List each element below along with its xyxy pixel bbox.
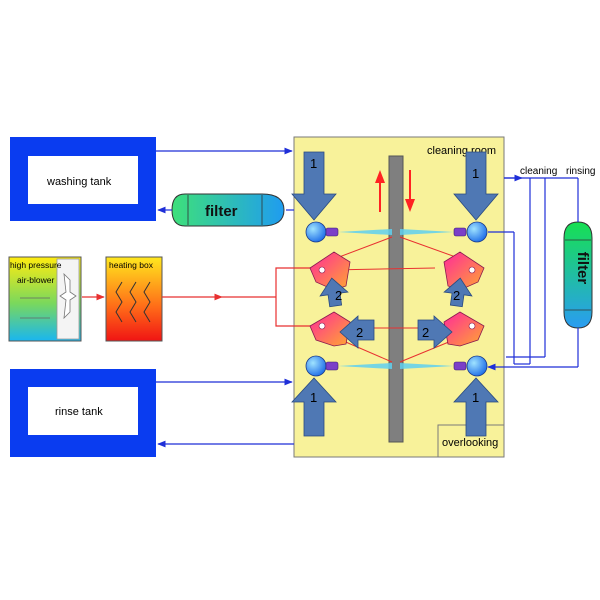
svg-text:1: 1 [472, 166, 479, 181]
rinsing-label: rinsing [566, 166, 595, 177]
svg-text:1: 1 [310, 156, 317, 171]
spray-nozzle-bottom-right [400, 355, 488, 377]
svg-text:2: 2 [453, 288, 460, 303]
air-knife-port [318, 322, 326, 330]
air-knife-indicator-arrow-2: 2 [339, 315, 375, 349]
air-blower-label-line2: air-blower [17, 275, 54, 285]
rinse-tank-inner [28, 387, 138, 435]
air-knife-port [468, 266, 476, 274]
air-knife-port [318, 266, 326, 274]
spray-indicator-arrow-1: 1 [291, 377, 337, 437]
svg-text:2: 2 [335, 288, 342, 303]
svg-text:2: 2 [422, 325, 429, 340]
washing-tank-label: washing tank [46, 176, 112, 188]
spray-indicator-arrow-1: 1 [291, 151, 337, 221]
air-knife-lower-left [309, 311, 351, 347]
spray-nozzle-top-left [305, 221, 392, 243]
spray-indicator-arrow-1: 1 [453, 151, 499, 221]
filter-left [171, 193, 285, 227]
air-knife-upper-right [443, 251, 485, 291]
filter-right-label: filter [574, 252, 591, 285]
air-knife-upper-left [309, 251, 351, 291]
air-knife-port [468, 322, 476, 330]
svg-text:1: 1 [472, 390, 479, 405]
cleaning-label: cleaning [520, 166, 557, 177]
svg-text:1: 1 [310, 390, 317, 405]
spray-nozzle-top-right [400, 221, 488, 243]
rinse-tank-label: rinse tank [55, 406, 103, 418]
air-blower-fan-icon [59, 272, 77, 320]
heating-box-label: heating box [109, 260, 154, 270]
filter-right [563, 221, 593, 329]
heating-coil-icon [115, 281, 123, 323]
air-knife-indicator-arrow-2: 2 [417, 315, 453, 349]
heating-coil-icon [143, 281, 151, 323]
overlooking-label: overlooking [442, 437, 498, 449]
down-arrow-icon [405, 170, 415, 212]
up-arrow-icon [375, 170, 385, 212]
filter-left-label: filter [205, 203, 238, 220]
air-knife-lower-right [443, 311, 485, 347]
air-blower-label-line1: high pressure [10, 260, 62, 270]
svg-text:2: 2 [356, 325, 363, 340]
heating-coil-icon [129, 281, 137, 323]
spray-indicator-arrow-1: 1 [453, 377, 499, 437]
air-knife-indicator-arrow-2: 2 [319, 277, 349, 308]
spray-nozzle-bottom-left [305, 355, 392, 377]
air-knife-indicator-arrow-2: 2 [443, 277, 473, 308]
workpiece-rod [388, 155, 404, 443]
air-line-manifold [275, 267, 318, 327]
washing-tank-inner [28, 156, 138, 204]
